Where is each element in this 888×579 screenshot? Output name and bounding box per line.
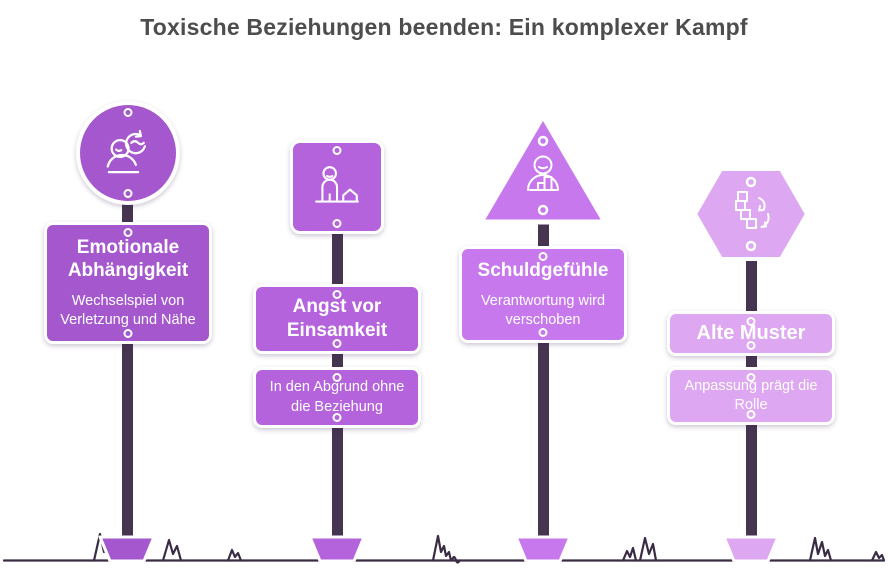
sign-box-angst-subtitle: In den Abgrund ohne die Beziehung [253,367,421,428]
person-cycle-icon [106,129,146,174]
sign-box-alte-muster-heading: Alte Muster [667,311,835,356]
signpost-base [514,535,572,563]
person-blame-chart-icon [527,155,559,191]
screw-icon [123,189,133,198]
screw-icon [745,240,757,252]
sign-box-schuldgefuehle: Schuldgefühle Verantwortung wird verscho… [459,246,627,343]
square-sign [290,140,384,234]
screw-icon [537,204,549,216]
screw-icon [332,219,342,228]
screw-icon [746,373,756,382]
screw-icon [123,228,133,237]
sign-box-emotionale-abhaengigkeit: Emotionale Abhängigkeit Wechselspiel von… [44,222,212,344]
screw-icon [332,413,342,422]
sign-subtitle: Verantwortung wird verschoben [480,292,606,328]
sign-subtitle: Anpassung prägt die Rolle [684,377,818,413]
screw-icon [745,176,757,188]
screw-icon [537,135,549,147]
screw-icon [332,290,342,299]
screw-icon [746,410,756,419]
screw-icon [123,329,133,338]
lonely-person-house-icon [315,166,359,203]
signpost-pole [330,180,345,550]
screw-icon [332,373,342,382]
sign-heading: Emotionale Abhängigkeit [67,236,189,282]
screw-icon [123,108,133,117]
hexagon-sign [693,167,809,261]
circle-sign [76,101,180,205]
triangle-sign [478,113,608,225]
signpost-base [98,535,156,563]
sign-subtitle: In den Abgrund ohne die Beziehung [269,379,405,415]
sign-box-alte-muster-subtitle: Anpassung prägt die Rolle [667,367,835,425]
repeating-pattern-icon [735,191,770,229]
screw-icon [538,328,548,337]
signpost-pole [120,150,135,550]
signpost-base [308,535,366,563]
screw-icon [746,341,756,350]
sign-heading: Alte Muster [696,322,806,344]
screw-icon [746,317,756,326]
screw-icon [332,146,342,155]
screw-icon [332,339,342,348]
screw-icon [538,252,548,261]
page-title: Toxische Beziehungen beenden: Ein komple… [140,14,748,40]
sign-subtitle: Wechselspiel von Verletzung und Nähe [60,293,196,329]
sign-heading: Angst vor Einsamkeit [286,296,388,341]
sign-heading: Schuldgefühle [477,260,609,281]
sign-box-angst-heading: Angst vor Einsamkeit [253,284,421,354]
signpost-base [722,535,780,563]
